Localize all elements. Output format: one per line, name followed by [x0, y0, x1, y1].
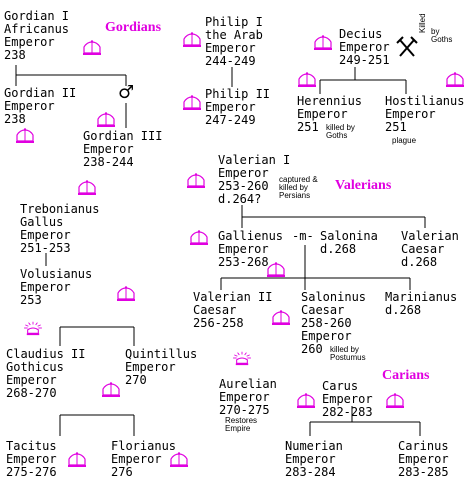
person-saloninus: Saloninus Caesar 258-260 Emperor	[301, 290, 367, 343]
crown-icon	[95, 112, 117, 128]
male-symbol-icon: ♂	[118, 82, 135, 103]
radiate-crown-icon	[231, 350, 253, 366]
crown-icon	[296, 72, 318, 88]
person-gordian-3: Gordian III Emperor 238-244	[83, 129, 163, 169]
person-gordian-2: Gordian II Emperor 238	[4, 86, 77, 126]
note-decius-by-goths: by Goths	[431, 27, 453, 44]
group-title-carians: Carians	[382, 368, 430, 383]
marriage-symbol: -m-	[292, 229, 314, 243]
crown-icon	[265, 262, 287, 278]
crown-icon	[295, 393, 317, 409]
group-title-valerians: Valerians	[335, 178, 392, 193]
note-valerian-fate: captured & killed by Persians	[279, 175, 318, 200]
crown-icon	[185, 173, 207, 189]
person-florianus: Florianus Emperor 276	[111, 439, 177, 479]
crown-icon	[168, 452, 190, 468]
person-tacitus: Tacitus Emperor 275-276	[6, 439, 57, 479]
person-salonina: Salonina d.268	[320, 229, 378, 256]
group-title-gordians: Gordians	[105, 20, 162, 35]
note-herennius: killed by Goths	[326, 123, 355, 140]
crown-icon	[312, 35, 334, 51]
crown-icon	[270, 310, 292, 326]
person-aurelian: Aurelian Emperor 270-275	[219, 377, 277, 417]
person-trebonianus-gallus: Trebonianus Gallus Emperor 251-253	[20, 202, 100, 255]
person-philip-1: Philip I the Arab Emperor 244-249	[205, 15, 263, 68]
crown-icon	[115, 286, 137, 302]
person-gallienus: Gallienus Emperor 253-268	[218, 229, 284, 269]
person-philip-2: Philip II Emperor 247-249	[205, 87, 271, 127]
person-hostilianus: Hostilianus Emperor	[385, 94, 465, 121]
person-herennius: Herennius Emperor	[297, 94, 363, 121]
note-hostilianus: plague	[392, 136, 417, 145]
person-valerian-1: Valerian I Emperor 253-260 d.264?	[218, 153, 291, 206]
person-gordian-1: Gordian I Africanus Emperor 238	[4, 9, 70, 62]
person-valerian-2: Valerian II Caesar 256-258	[193, 290, 273, 330]
crown-icon	[76, 180, 98, 196]
person-marinianus: Marinianus d.268	[385, 290, 458, 317]
person-carus: Carus Emperor 282-283	[322, 379, 373, 419]
note-decius-killed: Killed	[418, 13, 427, 33]
crossed-swords-icon	[396, 36, 418, 57]
note-saloninus-fate: killed by Postumus	[330, 345, 366, 362]
crown-icon	[181, 95, 203, 111]
crown-icon	[66, 452, 88, 468]
crown-icon	[384, 393, 406, 409]
person-hostilianus-years: 251	[385, 120, 407, 134]
crown-icon	[14, 128, 36, 144]
person-saloninus-years: 260	[301, 342, 323, 356]
crown-icon	[100, 382, 122, 398]
person-valerian-caesar: Valerian Caesar d.268	[401, 229, 459, 269]
crown-icon	[444, 72, 466, 88]
person-carinus: Carinus Emperor 283-285	[398, 439, 449, 479]
crown-icon	[188, 230, 210, 246]
person-herennius-years: 251	[297, 120, 319, 134]
person-claudius-2: Claudius II Gothicus Emperor 268-270	[6, 347, 86, 400]
person-quintillus: Quintillus Emperor 270	[125, 347, 198, 387]
crown-icon	[181, 32, 203, 48]
radiate-crown-icon	[22, 320, 44, 336]
crown-icon	[81, 40, 103, 56]
note-aurelian: Restores Empire	[225, 416, 258, 433]
person-volusianus: Volusianus Emperor 253	[20, 267, 93, 307]
person-decius: Decius Emperor 249-251	[339, 27, 390, 67]
person-numerian: Numerian Emperor 283-284	[285, 439, 343, 479]
